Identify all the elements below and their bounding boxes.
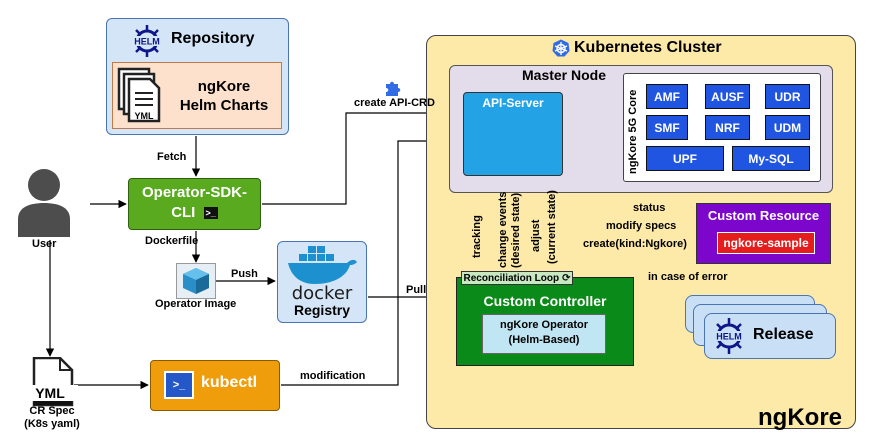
nf-smf: SMF [646, 115, 688, 140]
nf-udm: UDM [765, 115, 810, 140]
ngkore-sample-badge: ngkore-sample [717, 232, 815, 254]
yml-file-icon: YML [117, 67, 161, 123]
helm-charts-line1: ngKore [197, 78, 251, 95]
kubernetes-icon [552, 39, 570, 57]
label-in-case-of-error: in case of error [648, 271, 728, 283]
label-modification: modification [300, 370, 366, 382]
operator-image-icon [176, 263, 216, 299]
label-change-events: change events [497, 191, 509, 268]
label-adjust: adjust [530, 219, 542, 252]
kubectl-terminal-icon: >_ [164, 371, 194, 399]
operator-sdk-cli-label: Operator-SDK- CLI >_ [128, 183, 261, 223]
docker-registry-label: Registry [293, 302, 351, 318]
repository-title: Repository [171, 30, 255, 47]
nf-ausf: AUSF [705, 84, 750, 109]
label-push: Push [231, 268, 258, 280]
nf-mysql: My-SQL [732, 146, 810, 171]
sdk-line1: Operator-SDK- [141, 184, 247, 201]
reconciliation-loop-label: Reconciliation Loop ⟳ [461, 271, 573, 285]
helm-release-icon: HELM [710, 318, 748, 354]
user-label: User [32, 238, 57, 250]
label-current-state: (current state) [546, 190, 558, 264]
nf-upf: UPF [646, 146, 724, 171]
label-fetch: Fetch [157, 151, 187, 163]
docker-logo-text: docker [291, 283, 353, 304]
label-operator-image: Operator Image [155, 298, 237, 310]
api-crd-puzzle-icon [386, 81, 401, 96]
label-tracking: tracking [471, 215, 483, 258]
sdk-line2: CLI [171, 204, 196, 221]
nf-udr: UDR [765, 84, 810, 109]
label-create-kind: create(kind:Ngkore) [583, 238, 687, 250]
label-status: status [633, 202, 666, 214]
nf-amf: AMF [646, 84, 688, 109]
sdk-line2-row: CLI >_ [128, 203, 261, 223]
cr-spec-line2: (K8s yaml) [24, 418, 80, 430]
master-node-title: Master Node [522, 67, 607, 83]
cr-spec-line1: CR Spec [29, 405, 75, 417]
helm-charts-label: ngKore Helm Charts [168, 77, 280, 115]
operator-sdk-cli-box [128, 178, 261, 230]
terminal-icon: >_ [203, 207, 218, 220]
cr-spec-yml-text: YML [22, 385, 78, 401]
helm-logo-icon: HELM [130, 25, 164, 57]
kubectl-title: kubectl [201, 374, 258, 391]
label-pull: Pull [406, 284, 427, 296]
label-desired-state: (desired state) [510, 192, 522, 268]
custom-resource-title: Custom Resource [707, 208, 820, 223]
operator-line1: ngKore Operator [499, 319, 588, 331]
refresh-icon: ⟳ [562, 272, 571, 284]
operator-line2: (Helm-Based) [508, 334, 580, 346]
cluster-title: Kubernetes Cluster [574, 39, 722, 56]
brand-name: ngKore [758, 404, 842, 431]
label-dockerfile: Dockerfile [145, 235, 199, 247]
reconciliation-loop-text: Reconciliation Loop [463, 272, 560, 284]
5g-core-label: ngKore 5G Core [627, 89, 639, 174]
label-create-api-crd: create API-CRD [354, 97, 435, 109]
nf-nrf: NRF [705, 115, 750, 140]
release-title: Release [753, 326, 814, 343]
user-icon [18, 169, 70, 237]
ngkore-operator-box [482, 314, 606, 354]
svg-text:HELM: HELM [716, 332, 742, 342]
helm-charts-line2: Helm Charts [179, 97, 269, 114]
api-server-label: API-Server [482, 96, 544, 110]
api-server-box [463, 92, 563, 176]
label-modify-specs: modify specs [606, 220, 677, 232]
svg-text:YML: YML [135, 111, 155, 121]
docker-whale-icon [288, 246, 357, 284]
custom-controller-title: Custom Controller [483, 293, 607, 309]
ngkore-operator-label: ngKore Operator (Helm-Based) [482, 318, 606, 348]
cr-spec-label: CR Spec (K8s yaml) [16, 405, 88, 431]
svg-text:HELM: HELM [134, 37, 160, 47]
